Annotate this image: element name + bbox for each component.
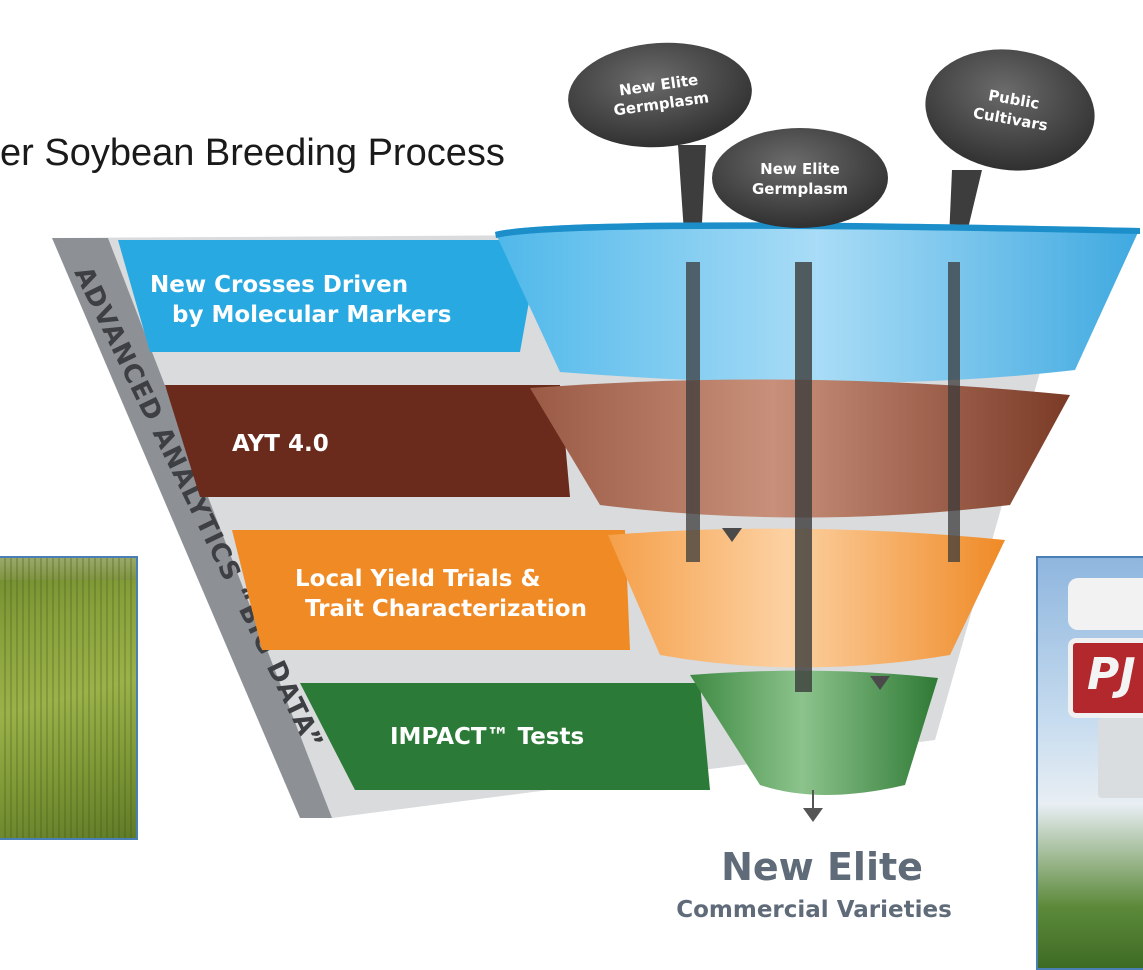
source-blob-3: Public Cultivars [925,49,1095,171]
arrow-down-icon [803,808,823,822]
stage-4-label: IMPACT™ Tests [390,724,584,750]
stage-3-band [232,530,630,650]
stem-3-body [948,262,960,562]
sign-photo-text: PJ [1087,649,1136,700]
source-blob-2: New Elite Germplasm [712,128,888,228]
result-label-line1: New Elite [721,845,923,889]
field-photo-rows [0,558,136,838]
funnel-ring-green [690,670,938,795]
source-label-line2: Germplasm [752,180,848,198]
stage-4-band [300,683,710,790]
stage-2-label: AYT 4.0 [232,431,329,457]
result-label-line2: Commercial Varieties [676,897,952,923]
arrow-down-icon [870,676,890,690]
field-photo-sky [0,558,136,580]
stage-3-label-line1: Local Yield Trials & [295,566,541,592]
stem-1-body [686,262,700,562]
stage-1-label-line2: by Molecular Markers [172,302,451,328]
stage-1-label-line1: New Crosses Driven [150,272,408,298]
sign-photo-top-panel [1068,578,1143,630]
stage-3-label-line2: Trait Characterization [305,596,587,622]
source-blob-1: New Elite Germplasm [568,42,752,148]
sign-photo: PJ [1036,556,1143,970]
sign-photo-lower-panel [1098,718,1143,798]
field-photo [0,556,138,840]
slide-title: er Soybean Breeding Process [0,132,505,174]
stage-2-band [165,385,570,497]
arrow-down-icon [722,528,742,542]
funnel-ring-blue [495,222,1140,384]
stage-1-band [118,240,540,352]
sign-photo-red-panel: PJ [1068,638,1143,718]
stem-2-body [795,262,812,692]
side-band [52,238,332,818]
source-label-line1: New Elite [760,160,840,178]
